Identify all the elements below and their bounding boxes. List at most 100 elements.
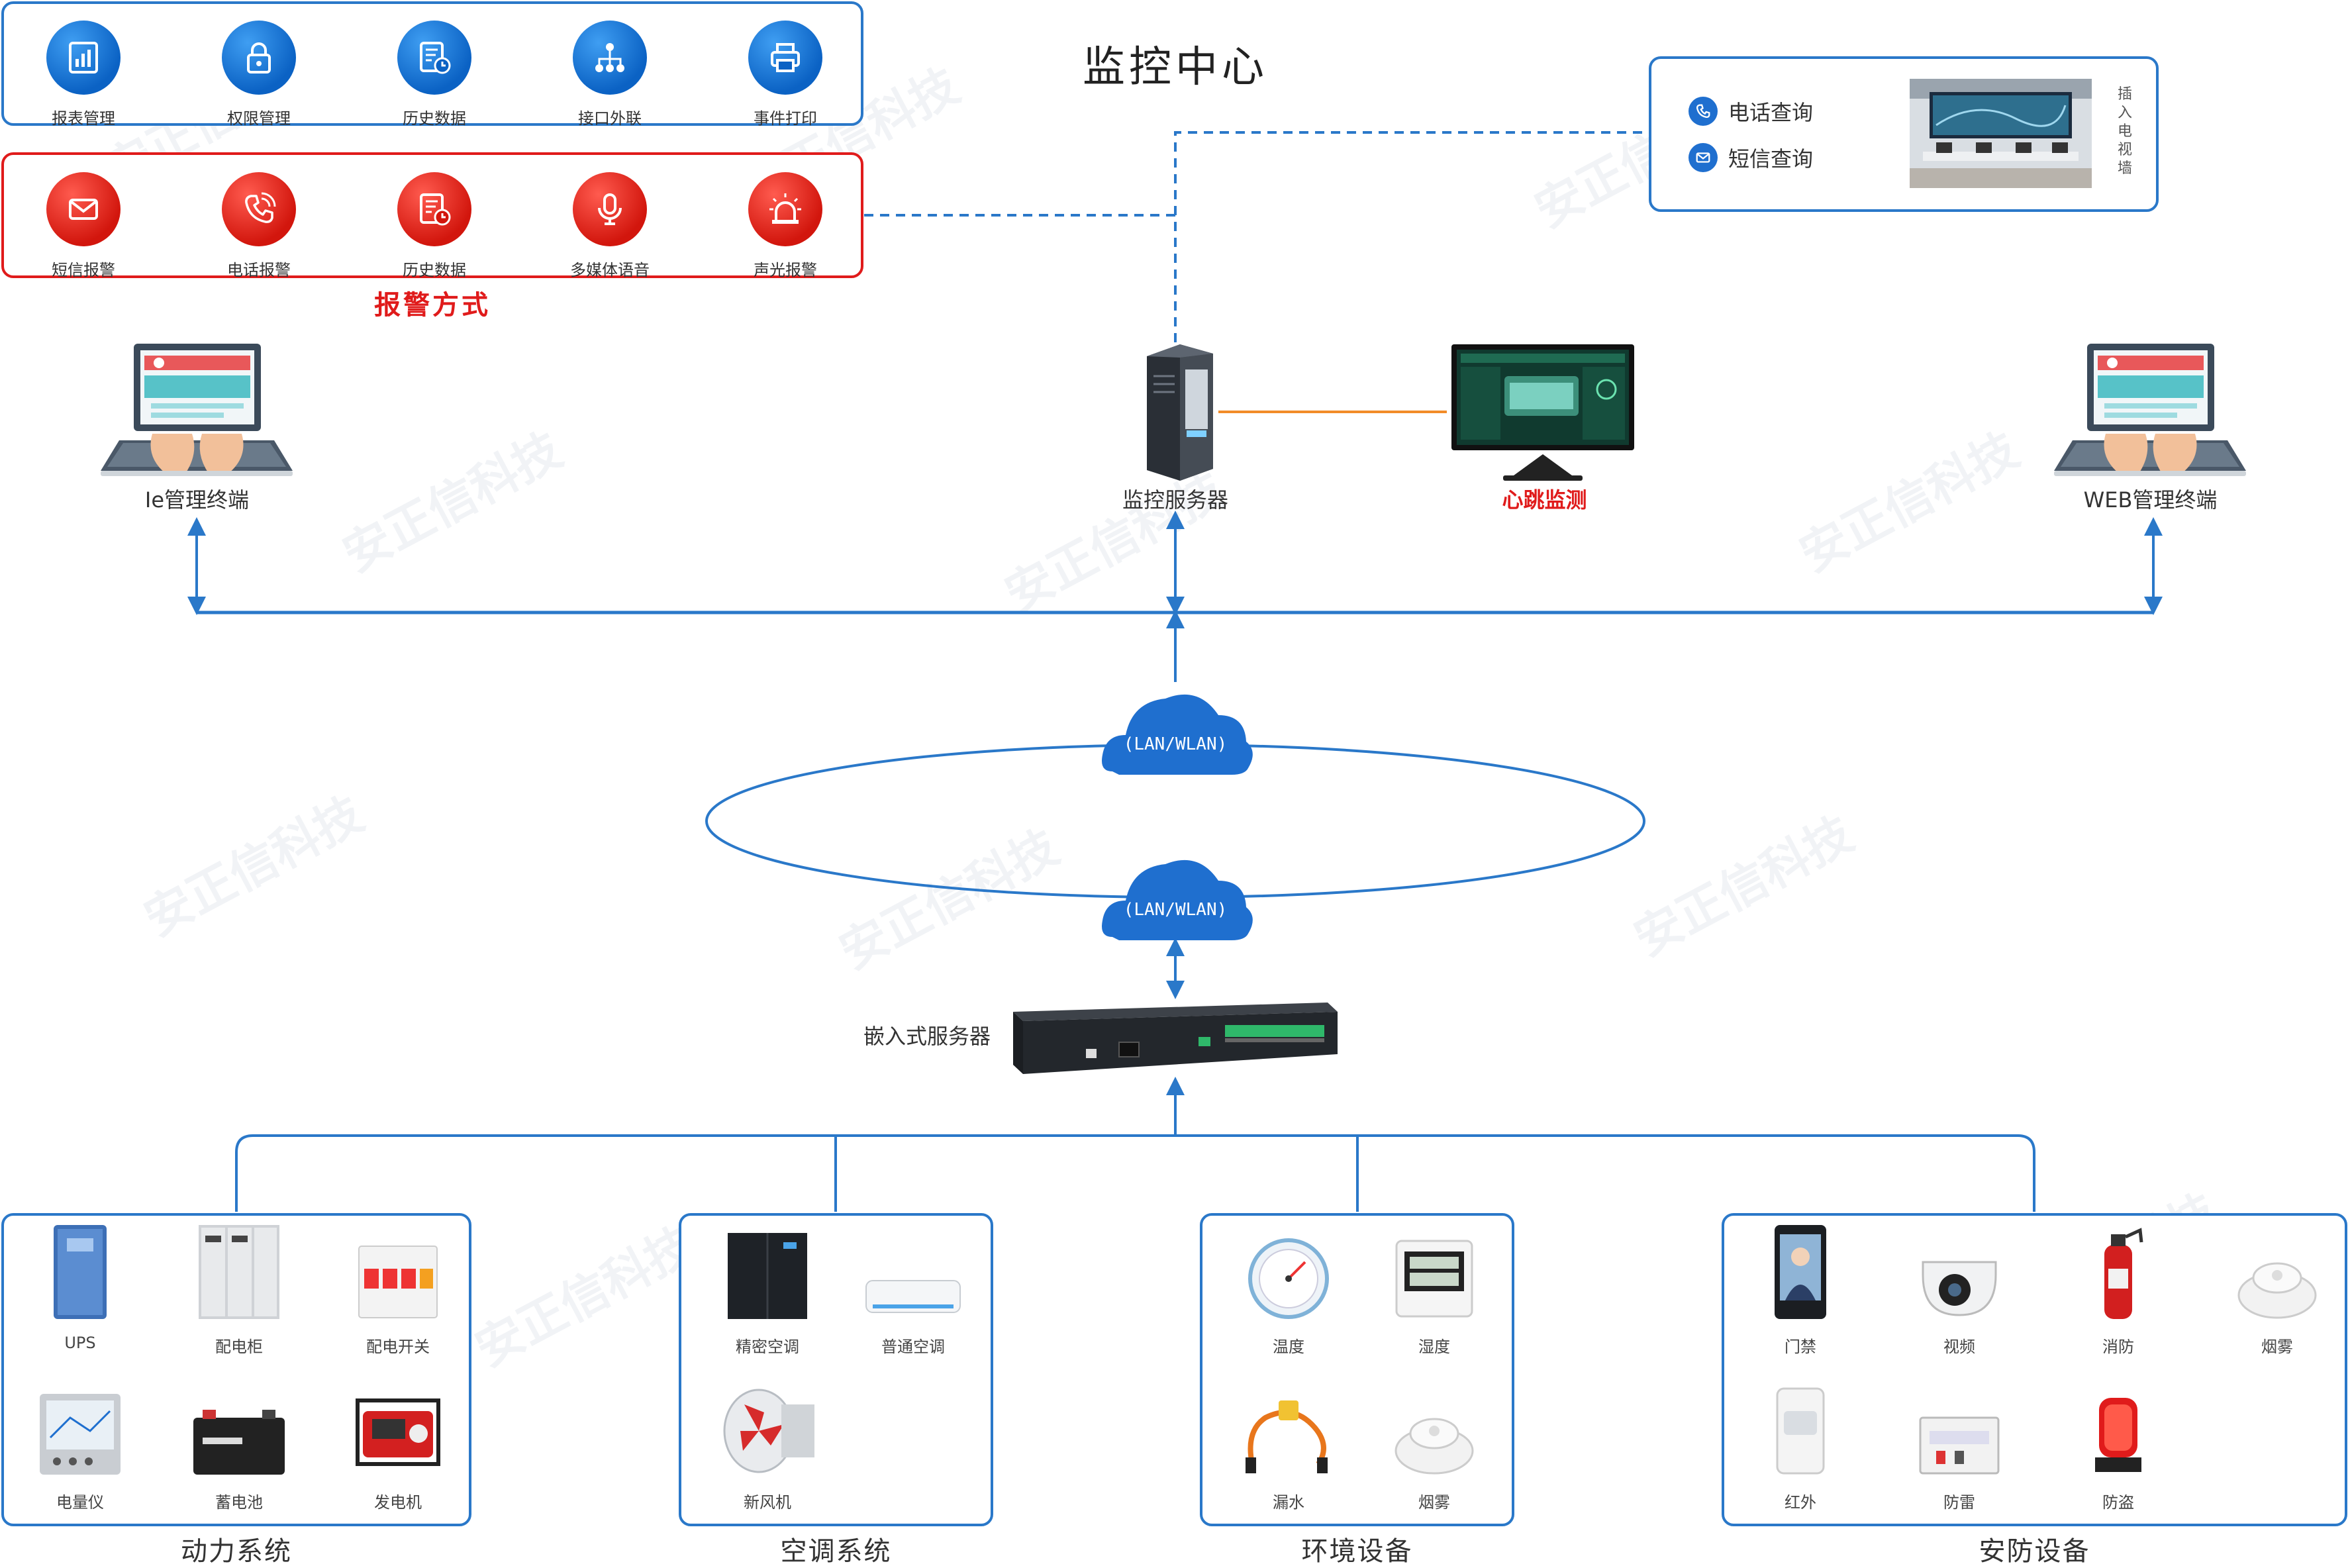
heartbeat-monitor-icon[interactable]: [1450, 343, 1636, 485]
function-interface[interactable]: 接口外联: [547, 21, 673, 128]
function-report[interactable]: 报表管理: [21, 21, 146, 128]
temperature-gauge-icon: [1248, 1238, 1329, 1319]
device-label: 配电柜: [215, 1338, 263, 1356]
device-label: 发电机: [374, 1493, 422, 1512]
device-ups[interactable]: UPS: [14, 1222, 146, 1352]
device-label: 门禁: [1785, 1338, 1816, 1356]
embedded-server-icon[interactable]: [1006, 999, 1341, 1078]
embedded-server-label: 嵌入式服务器: [863, 1024, 991, 1049]
cloud-top: (LAN/WLAN): [1102, 694, 1253, 775]
breaker-switch-icon: [358, 1246, 438, 1318]
alarm-phone[interactable]: 电话报警: [196, 172, 322, 280]
device-fire-extinguisher[interactable]: 消防: [2052, 1222, 2184, 1357]
group-security-title: 安防设备: [1979, 1536, 2090, 1567]
device-anti-theft[interactable]: 防盗: [2052, 1378, 2184, 1512]
device-label: 防盗: [2102, 1493, 2134, 1512]
fire-extinguisher-icon: [2104, 1228, 2143, 1319]
device-distribution-cabinet[interactable]: 配电柜: [173, 1222, 305, 1357]
device-power-meter[interactable]: 电量仪: [14, 1378, 146, 1512]
device-label: 配电开关: [366, 1338, 430, 1356]
function-print[interactable]: 事件打印: [722, 21, 848, 128]
fresh-air-fan-icon: [723, 1389, 814, 1473]
access-control-icon: [1775, 1225, 1826, 1319]
device-label: 烟雾: [2261, 1338, 2293, 1356]
device-access-control[interactable]: 门禁: [1734, 1222, 1867, 1357]
video-wall-label: 插 入 电 视 墙: [2117, 86, 2132, 177]
device-precision-ac[interactable]: 精密空调: [701, 1222, 834, 1357]
dashed-link-query: [1174, 131, 1649, 215]
function-label: 接口外联: [578, 109, 642, 128]
smoke-detector-icon: [1395, 1418, 1474, 1475]
generator-icon: [356, 1398, 440, 1466]
device-label: 防雷: [1943, 1493, 1975, 1512]
device-label: 新风机: [744, 1493, 791, 1512]
battery-icon: [193, 1410, 285, 1475]
phone-icon: [1696, 104, 1710, 119]
device-smoke-security[interactable]: 烟雾: [2211, 1222, 2343, 1357]
water-leak-sensor-icon: [1246, 1400, 1328, 1473]
device-label: 红外: [1785, 1493, 1816, 1512]
group-env-panel: 温度 湿度 漏水 烟雾: [1200, 1213, 1514, 1526]
phone-query[interactable]: 电话查询: [1689, 96, 1813, 126]
device-normal-ac[interactable]: 普通空调: [847, 1222, 979, 1357]
alarm-siren[interactable]: 声光报警: [722, 172, 848, 280]
device-label: 蓄电池: [215, 1493, 263, 1512]
device-lightning-protection[interactable]: 防雷: [1893, 1378, 2026, 1512]
web-terminal-label: WEB管理终端: [2083, 487, 2218, 513]
network-tree-icon: [595, 43, 624, 72]
device-infrared[interactable]: 红外: [1734, 1378, 1867, 1512]
siren-icon: [769, 193, 801, 224]
device-label: 漏水: [1273, 1493, 1304, 1512]
device-temperature[interactable]: 温度: [1222, 1222, 1355, 1357]
alarm-voice[interactable]: 多媒体语音: [547, 172, 673, 280]
device-camera[interactable]: 视频: [1893, 1222, 2026, 1357]
query-panel: 电话查询 短信查询 插 入 电 视 墙: [1649, 56, 2159, 212]
smoke-detector-icon: [2237, 1262, 2317, 1319]
power-meter-icon: [40, 1394, 121, 1475]
group-power-panel: UPS 配电柜 配电开关 电量仪 蓄电池 发电机: [1, 1213, 471, 1526]
sms-query[interactable]: 短信查询: [1689, 142, 1813, 173]
alarm-label: 短信报警: [52, 261, 115, 279]
infrared-sensor-icon: [1776, 1387, 1825, 1475]
device-breaker-switch[interactable]: 配电开关: [332, 1222, 464, 1357]
alarm-beacon-icon: [2095, 1398, 2141, 1472]
function-label: 权限管理: [227, 109, 291, 128]
sms-query-label: 短信查询: [1728, 146, 1814, 172]
device-smoke-env[interactable]: 烟雾: [1368, 1378, 1500, 1512]
alarm-bar: 短信报警 电话报警 历史数据 多媒体语音 声光报警: [1, 152, 863, 280]
group-power-title: 动力系统: [181, 1536, 292, 1567]
humidity-display-icon: [1395, 1240, 1473, 1318]
device-battery[interactable]: 蓄电池: [173, 1378, 305, 1512]
function-label: 报表管理: [52, 109, 115, 128]
device-water-leak[interactable]: 漏水: [1222, 1378, 1355, 1512]
monitor-server-icon[interactable]: [1134, 343, 1220, 482]
web-terminal-laptop-icon[interactable]: [2053, 341, 2248, 488]
alarm-label: 电话报警: [227, 261, 291, 279]
device-fresh-air-fan[interactable]: 新风机: [701, 1378, 834, 1512]
device-label: 温度: [1273, 1338, 1304, 1356]
alarm-bar-title: 报警方式: [374, 290, 491, 320]
management-bar: 报表管理 权限管理 历史数据 接口外联 事件打印: [1, 1, 863, 128]
report-chart-icon: [69, 42, 98, 74]
envelope-icon: [69, 199, 98, 220]
device-generator[interactable]: 发电机: [332, 1378, 464, 1512]
group-env-title: 环境设备: [1301, 1536, 1413, 1567]
device-humidity[interactable]: 湿度: [1368, 1222, 1500, 1357]
phone-query-label: 电话查询: [1728, 100, 1814, 125]
alarm-history[interactable]: 历史数据: [371, 172, 497, 280]
group-ac-title: 空调系统: [780, 1536, 892, 1567]
cloud-top-label: (LAN/WLAN): [1124, 734, 1228, 754]
device-label: 精密空调: [736, 1338, 799, 1356]
alarm-sms[interactable]: 短信报警: [21, 172, 146, 280]
function-permission[interactable]: 权限管理: [196, 21, 322, 128]
dashed-link-alarm: [864, 214, 1177, 344]
group-bus: [235, 1134, 2035, 1212]
cloud-bottom: (LAN/WLAN): [1102, 859, 1253, 940]
function-history[interactable]: 历史数据: [371, 21, 497, 128]
alarm-label: 声光报警: [754, 261, 817, 279]
history-document-icon: [420, 42, 451, 74]
ie-terminal-laptop-icon[interactable]: [99, 341, 295, 488]
device-label: 视频: [1943, 1338, 1975, 1356]
alarm-label: 历史数据: [403, 261, 466, 279]
